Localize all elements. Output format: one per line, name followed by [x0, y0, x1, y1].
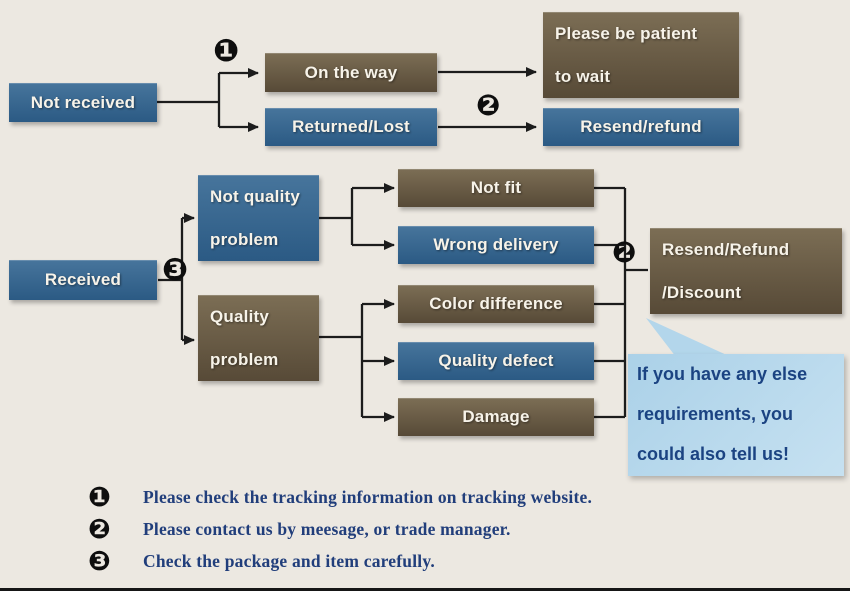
node-label: Not received: [30, 92, 136, 112]
node-label: Wrong delivery: [433, 235, 559, 254]
node-wrong-delivery: Wrong delivery: [398, 226, 594, 264]
marker-step1: ❶: [213, 33, 240, 69]
node-label: Returned/Lost: [292, 117, 410, 136]
legend-row-3: ❸ Check the package and item carefully.: [88, 548, 435, 575]
bottom-border-line: [0, 588, 850, 591]
legend-text-3: Check the package and item carefully.: [143, 551, 435, 571]
node-label: On the way: [304, 62, 398, 82]
marker-step2-right: ❷: [612, 235, 637, 269]
node-quality-defect: Quality defect: [398, 342, 594, 380]
node-be-patient: Please be patient to wait: [543, 12, 739, 98]
node-label-line1: Not quality: [210, 187, 301, 206]
node-label: Quality defect: [438, 351, 554, 370]
marker-step2: ❷: [476, 88, 501, 122]
node-label: Damage: [462, 407, 530, 426]
bubble-tail: [646, 318, 731, 357]
node-resend-refund: Resend/refund: [543, 108, 739, 146]
bubble-line2: requirements, you: [637, 404, 794, 424]
node-label-line2: problem: [210, 230, 279, 249]
node-not-received: Not received: [9, 83, 157, 122]
node-label-line2: /Discount: [662, 283, 742, 302]
legend-text-1: Please check the tracking information on…: [143, 487, 593, 507]
node-received: Received: [9, 260, 157, 300]
node-label: Resend/refund: [580, 117, 702, 136]
node-label-line1: Resend/Refund: [662, 240, 790, 259]
node-color-difference: Color difference: [398, 285, 594, 323]
node-label-line1: Quality: [210, 307, 270, 326]
node-quality-problem: Quality problem: [198, 295, 319, 381]
legend-num-2: ❷: [88, 514, 111, 545]
node-label-line1: Please be patient: [555, 24, 698, 43]
node-returned-lost: Returned/Lost: [265, 108, 437, 146]
node-not-quality-problem: Not quality problem: [198, 175, 319, 261]
legend-row-1: ❶ Please check the tracking information …: [88, 484, 592, 511]
node-on-the-way: On the way: [265, 53, 437, 92]
node-label: Received: [44, 270, 122, 289]
legend-text-2: Please contact us by meesage, or trade m…: [143, 519, 511, 539]
node-label: Color difference: [429, 294, 563, 313]
legend-row-2: ❷ Please contact us by meesage, or trade…: [88, 516, 511, 543]
node-label-line2: problem: [210, 350, 279, 369]
node-damage: Damage: [398, 398, 594, 436]
legend-num-3: ❸: [88, 546, 111, 577]
node-label-line2: to wait: [555, 67, 611, 86]
marker-step3: ❸: [162, 252, 189, 288]
bubble-line1: If you have any else: [637, 364, 808, 384]
node-label: Not fit: [470, 178, 522, 197]
node-not-fit: Not fit: [398, 169, 594, 207]
speech-bubble: If you have any else requirements, you c…: [628, 354, 844, 476]
node-resend-refund-discount: Resend/Refund /Discount: [650, 228, 842, 314]
legend-num-1: ❶: [88, 482, 111, 513]
bubble-line3: could also tell us!: [637, 444, 790, 464]
